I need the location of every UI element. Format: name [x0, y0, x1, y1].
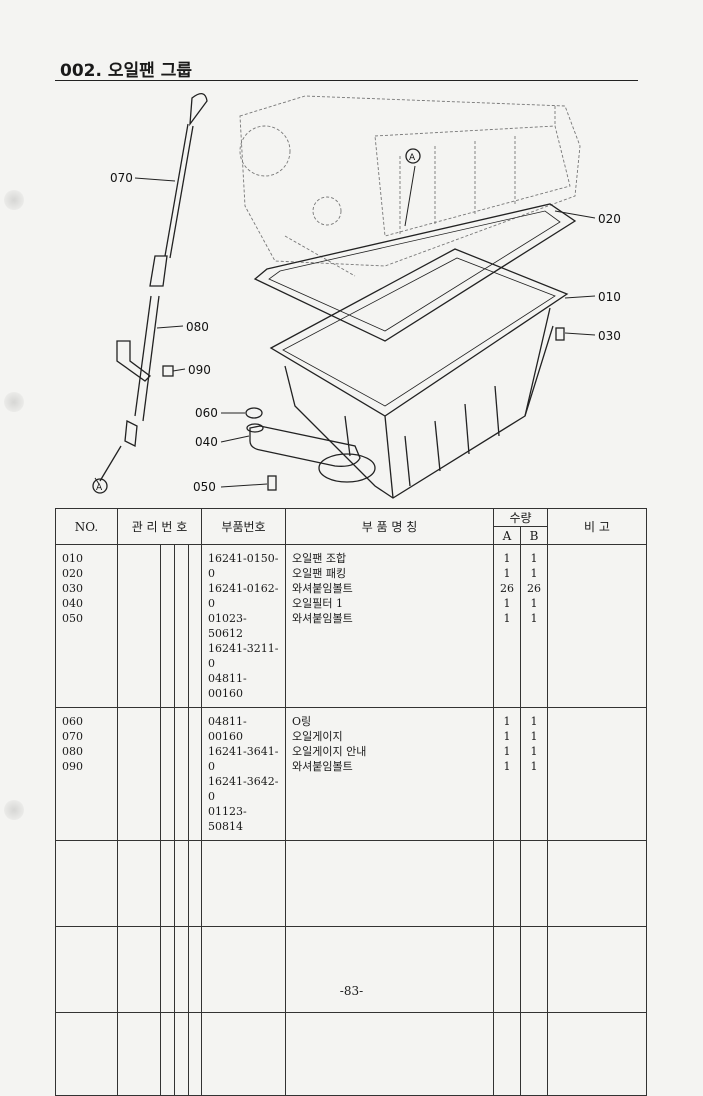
parts-catalog-page: 002. 오일팬 그룹: [4, 61, 647, 1096]
table-row-empty: [55, 840, 647, 927]
col-header-part-name: 부 품 명 칭: [285, 508, 494, 545]
binder-hole: [4, 392, 24, 412]
remarks-cell: [547, 707, 647, 841]
qty-b-cell: 1 1 26 1 1: [520, 544, 548, 708]
col-header-management-no: 관 리 번 호: [117, 508, 202, 545]
oil-strainer-pipe: [246, 423, 376, 483]
part-code-cell: 16241-0150-0 16241-0162-0 01023-50612 16…: [201, 544, 286, 708]
col-header-part-no: 부품번호: [201, 508, 286, 545]
part-numbers-cell: 060 070 080 090: [55, 707, 118, 841]
callout-050: 050: [193, 480, 216, 494]
guide-bracket: [116, 340, 151, 382]
oil-dipstick: [164, 93, 208, 259]
table-row-group: 060 070 080 090 04811-00160 16241-3641-0…: [55, 707, 647, 841]
reference-mark-a-lower: A: [96, 483, 103, 493]
col-header-qty-b: B: [520, 526, 548, 545]
bolt-090: [162, 365, 174, 377]
engine-block-outline: [239, 95, 581, 277]
management-no-cell: [117, 707, 202, 841]
page-number: -83-: [339, 984, 364, 998]
dipstick-guide: [99, 255, 168, 482]
callout-070: 070: [110, 171, 133, 185]
qty-b-cell: 1 1 1 1: [520, 707, 548, 841]
title-rule: [55, 80, 638, 81]
bolt-030: [555, 327, 565, 341]
callout-080: 080: [186, 320, 209, 334]
callout-030: 030: [598, 329, 621, 343]
o-ring: [245, 407, 263, 419]
parts-list-table: NO. 관 리 번 호 부품번호 부 품 명 칭 수량 비 고 A B 010 …: [55, 508, 647, 1096]
bolt-050: [267, 475, 277, 491]
table-row-empty: [55, 926, 647, 1013]
table-row-empty: [55, 1012, 647, 1096]
col-header-remarks: 비 고: [547, 508, 647, 545]
page-title: 002. 오일팬 그룹: [60, 61, 192, 81]
exploded-parts-diagram: 070 020 010 080 030 090 060 040 050 A A: [92, 93, 621, 499]
col-header-qty-a: A: [493, 526, 521, 545]
table-row-group: 010 020 030 040 050 16241-0150-0 16241-0…: [55, 544, 647, 708]
qty-a-cell: 1 1 1 1: [493, 707, 521, 841]
oil-pan-gasket: [253, 203, 577, 342]
reference-mark-a: A: [409, 153, 416, 163]
remarks-cell: [547, 544, 647, 708]
callout-040: 040: [195, 435, 218, 449]
callout-010: 010: [598, 290, 621, 304]
qty-a-cell: 1 1 26 1 1: [493, 544, 521, 708]
col-header-no: NO.: [55, 508, 118, 545]
callout-060: 060: [195, 406, 218, 420]
oil-pan: [269, 248, 569, 499]
callout-020: 020: [598, 212, 621, 226]
binder-hole: [4, 190, 24, 210]
callout-090: 090: [188, 363, 211, 377]
col-header-quantity: 수량: [493, 508, 548, 527]
management-no-cell: [117, 544, 202, 708]
binder-hole: [4, 800, 24, 820]
part-name-cell: O링 오일게이지 오일게이지 안내 와셔붙임볼트: [285, 707, 494, 841]
part-code-cell: 04811-00160 16241-3641-0 16241-3642-0 01…: [201, 707, 286, 841]
part-name-cell: 오일팬 조합 오일팬 패킹 와셔붙임볼트 오일필터 1 와셔붙임볼트: [285, 544, 494, 708]
part-numbers-cell: 010 020 030 040 050: [55, 544, 118, 708]
